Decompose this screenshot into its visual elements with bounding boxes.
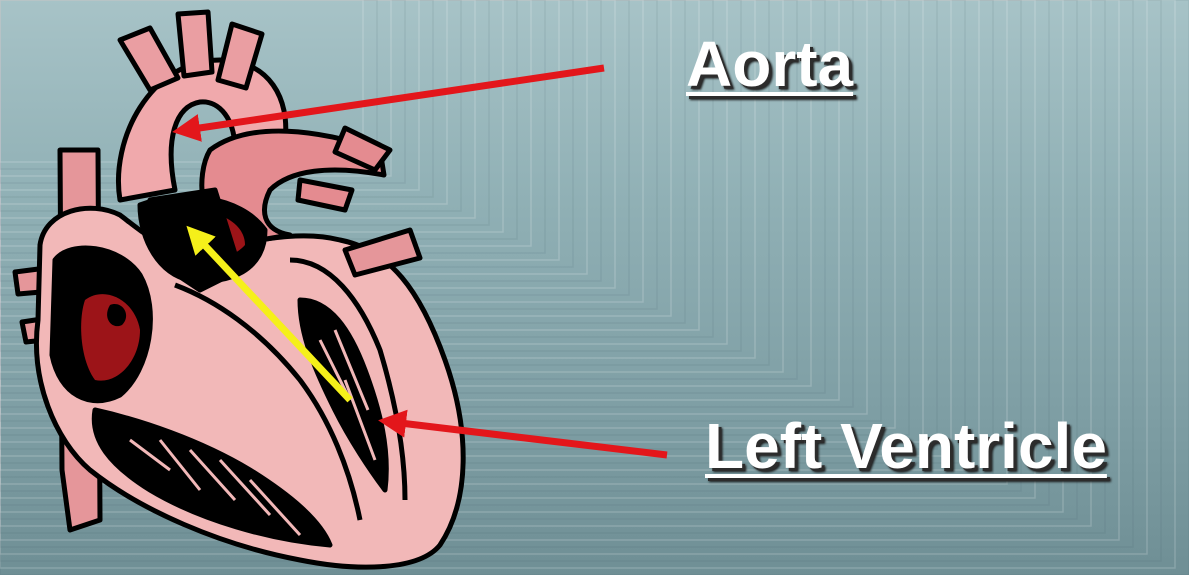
arch-branch-2 <box>178 12 212 76</box>
arch-branch-1 <box>120 28 178 90</box>
pulmonary-branch-lower <box>298 180 352 210</box>
heart-cross-section-icon <box>15 12 463 567</box>
aorta-label: Aorta <box>686 32 853 96</box>
left-ventricle-label: Left Ventricle <box>705 414 1107 478</box>
vein-stub-right <box>345 230 420 275</box>
